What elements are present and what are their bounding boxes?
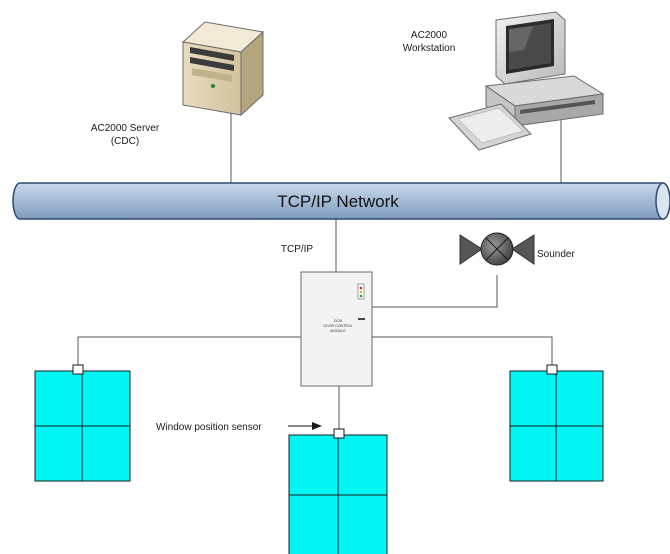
module-label-line3: MODULE: [330, 329, 346, 333]
window-sensor-right: [546, 364, 558, 375]
connection-wires: [77, 108, 562, 429]
workstation-label-line2: Workstation: [403, 43, 456, 54]
link-label: TCP/IP: [281, 244, 314, 255]
window-icon-center: [288, 428, 388, 554]
sensor-label: Window position sensor: [156, 422, 262, 433]
sensor-arrow: [288, 422, 322, 430]
sounder-label: Sounder: [537, 249, 575, 260]
module-label-line1: DCM: [334, 319, 342, 323]
sounder-valve-icon: [459, 232, 535, 266]
window-icon-right: [509, 364, 604, 482]
network-label: TCP/IP Network: [277, 192, 399, 211]
window-sensor-left: [72, 364, 84, 375]
window-sensor-center: [333, 428, 345, 439]
network-pipe: [12, 182, 670, 220]
module-label-line2: DOOR CONTROL: [323, 324, 352, 328]
workstation-label-line1: AC2000: [411, 30, 448, 41]
workstation-computer-icon: [448, 11, 605, 151]
window-icon-left: [34, 364, 131, 482]
server-label-line2: (CDC): [111, 136, 139, 147]
server-tower-icon: [181, 21, 265, 117]
door-control-module: [300, 271, 373, 387]
server-label-line1: AC2000 Server: [91, 123, 160, 134]
